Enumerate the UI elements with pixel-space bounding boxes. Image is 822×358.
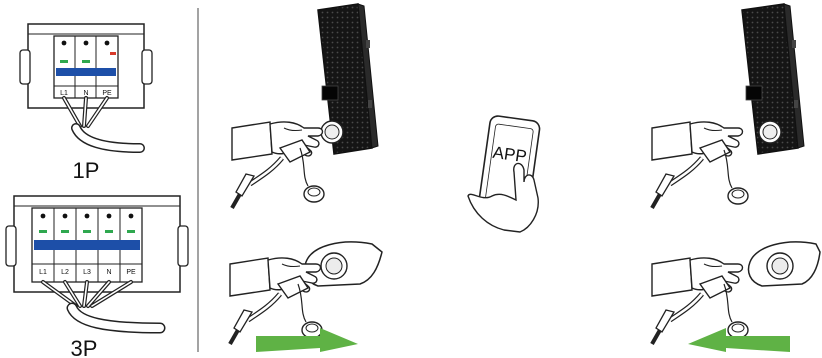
breaker-box-1p: L1 N PE 1P [19,23,153,183]
charger-display [321,85,339,101]
vehicle-inlet-left [303,241,383,287]
charger-display [745,85,763,101]
screw-icon [83,40,89,46]
status-indicator-green [60,60,68,63]
protective-cap-icon [299,147,325,203]
terminal-label: N [106,269,111,276]
terminal-label: L1 [39,269,47,276]
protective-cap-icon [297,283,323,339]
breaker-caption-1p: 1P [73,158,100,183]
terminal-label: PE [102,90,112,97]
mount-clip-left [5,225,17,267]
status-indicator-green [82,60,90,63]
hand-icon [467,162,539,233]
arrow-right-icon [256,328,358,352]
breaker-blue-band [56,68,116,76]
status-indicator-red [110,52,116,55]
terminal-label: L3 [83,269,91,276]
screw-icon [61,40,67,46]
mount-clip-left [19,49,31,85]
screw-icon [62,213,68,219]
smartphone-app-icon: APP [467,115,541,233]
terminal-label: PE [126,269,136,276]
status-indicator-green [105,230,113,233]
screw-icon [106,213,112,219]
supply-cable-3p [41,280,166,334]
supply-cable-1p [62,96,145,153]
mount-clip-right [177,225,189,267]
wallbox-charger-right [741,3,805,155]
breaker-blue-band [34,240,140,250]
breaker-box-3p: L1 L2 L3 N PE 3P [5,195,189,358]
wallbox-charger-left [317,3,379,155]
mount-clip-right [141,49,153,85]
terminal-label: L2 [61,269,69,276]
terminal-label: N [83,90,88,97]
breaker-caption-3p: 3P [71,336,98,358]
protective-cap-icon [723,149,749,205]
vehicle-inlet-right [747,241,821,287]
status-indicator-green [61,230,69,233]
arrow-left-icon [688,328,790,352]
status-indicator-green [39,230,47,233]
screw-icon [104,40,110,46]
screw-icon [40,213,46,219]
status-indicator-green [83,230,91,233]
screw-icon [84,213,90,219]
app-label: APP [492,143,528,167]
screw-icon [128,213,134,219]
terminal-label: L1 [60,90,68,97]
breaker-module-1p [53,35,119,99]
status-indicator-green [127,230,135,233]
